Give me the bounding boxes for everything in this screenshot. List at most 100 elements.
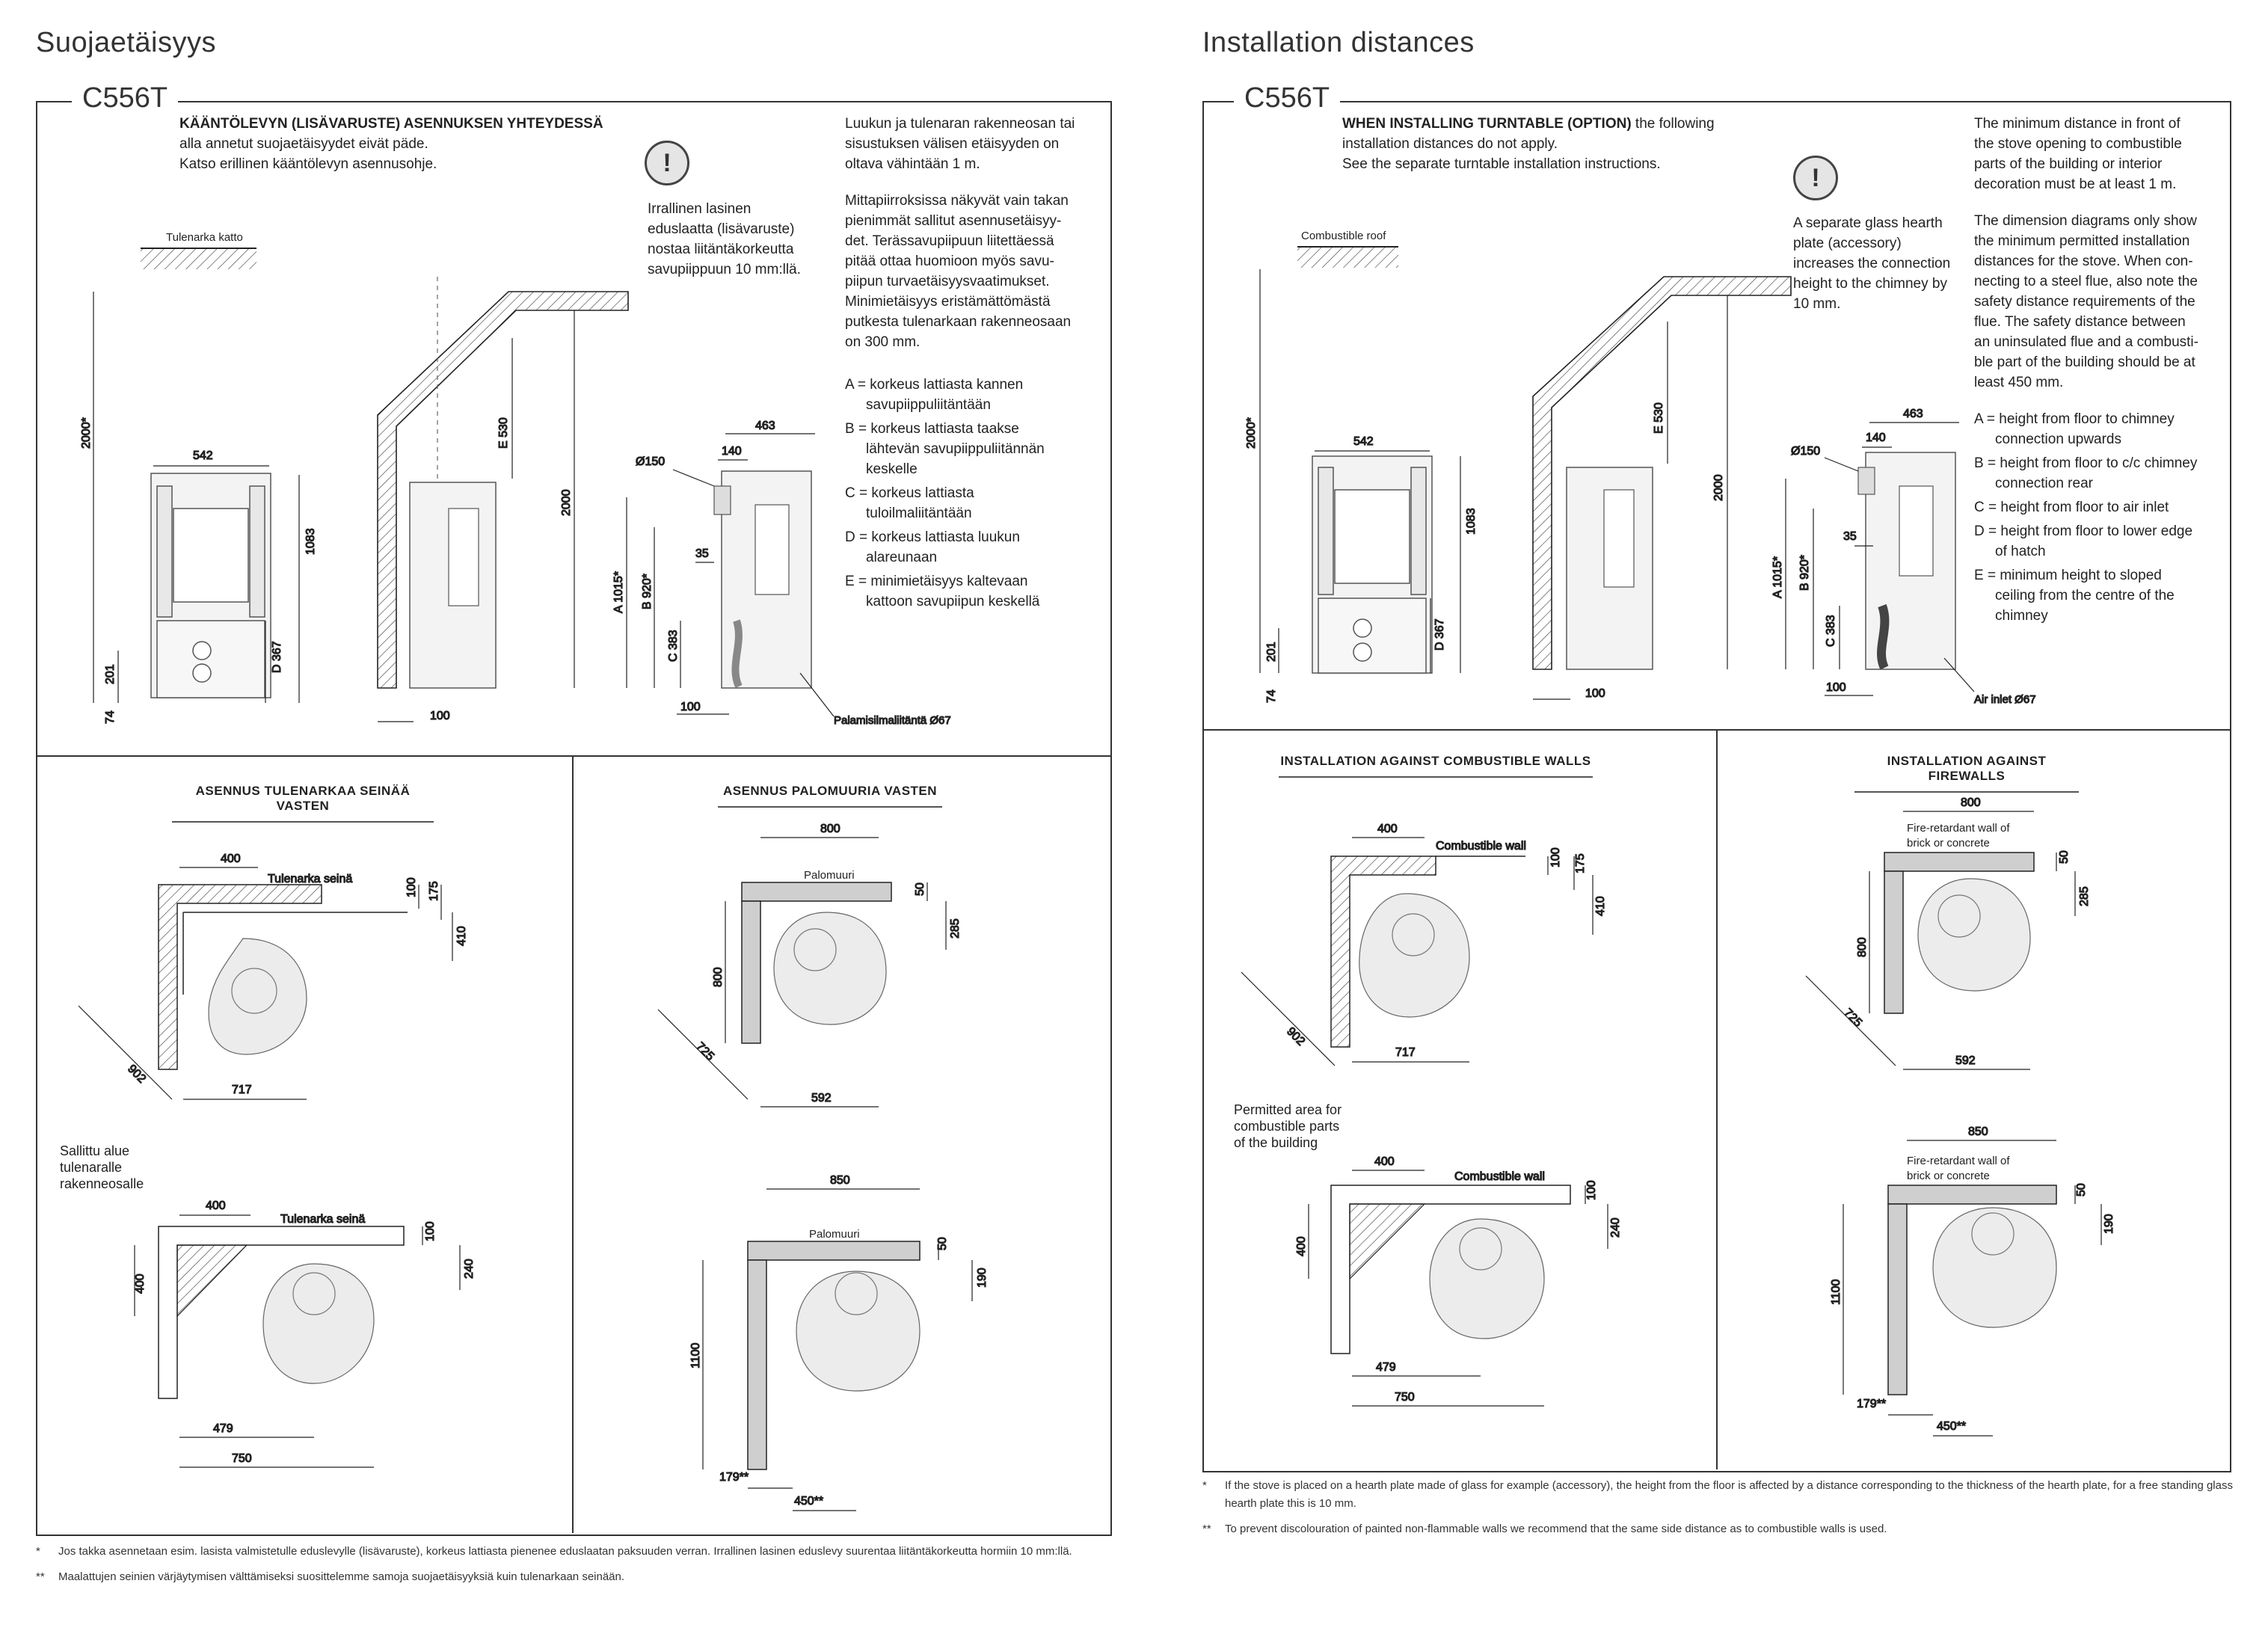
firewall-label: Fire-retardant wall of <box>1907 1155 2010 1167</box>
dim-label: 1100 <box>1830 1279 1843 1305</box>
dim-label: 750 <box>1395 1391 1415 1404</box>
firewall-label: Palomuuri <box>809 1228 860 1241</box>
dim-label: 542 <box>1353 435 1374 448</box>
section-title-firewall: INSTALLATION AGAINST FIREWALLS <box>1854 754 2079 793</box>
dim-label: 100 <box>1585 1180 1598 1200</box>
roof-label: Tulenarka katto <box>166 231 243 244</box>
text-line: height to the chimney by <box>1793 276 1947 292</box>
dim-label: 750 <box>232 1452 252 1465</box>
page-title: Installation distances <box>1202 27 1475 58</box>
turntable-notice: KÄÄNTÖLEVYN (LISÄVARUSTE) ASENNUKSEN YHT… <box>179 114 603 174</box>
text-line: nostaa liitäntäkorkeutta <box>648 242 794 257</box>
page-title: Suojaetäisyys <box>36 27 216 58</box>
turntable-heading: WHEN INSTALLING TURNTABLE (OPTION) <box>1342 116 1632 132</box>
dim-label: 285 <box>2078 886 2091 906</box>
dim-label: 2000 <box>1712 474 1725 501</box>
glass-plate-note: Irrallinen lasinen eduslaatta (lisävarus… <box>648 199 801 280</box>
dim-label: C 383 <box>667 630 680 662</box>
model-name: C556T <box>1234 82 1341 114</box>
firewall-label: Palomuuri <box>804 869 855 882</box>
dim-label: A 1015* <box>612 571 625 613</box>
turntable-heading: KÄÄNTÖLEVYN (LISÄVARUSTE) ASENNUKSEN YHT… <box>179 116 603 132</box>
footnote-2: **Maalattujen seinien värjäytymisen vält… <box>36 1570 625 1583</box>
section-title-combustible-wall: ASENNUS TULENARKAA SEINÄÄ VASTEN <box>172 784 434 823</box>
text-line: savupiippuun 10 mm:llä. <box>648 262 801 277</box>
dim-label: 190 <box>2103 1214 2115 1234</box>
dim-label: 201 <box>1265 642 1278 662</box>
air-inlet-label: Air inlet Ø67 <box>1974 693 2036 706</box>
stove-side-view-rear: 463 140 Ø150 35 A 1015* B 920* C 383 100… <box>1771 407 2036 706</box>
wall-label: Tulenarka seinä <box>280 1213 365 1226</box>
dim-label: 201 <box>104 664 117 684</box>
dim-label: 240 <box>1609 1217 1622 1238</box>
dim-label: D 367 <box>271 641 283 673</box>
text-line: sisustuksen välisen etäisyyden on <box>845 136 1060 152</box>
dim-label: 479 <box>1376 1361 1396 1374</box>
text-line: piipun turvaetäisyysvaatimukset. <box>845 274 1050 289</box>
dim-label: 717 <box>232 1084 252 1096</box>
glass-plate-note: A separate glass hearth plate (accessory… <box>1793 213 1950 314</box>
stove-front-view <box>1312 455 1433 674</box>
text-line: safety distance requirements of the <box>1974 294 2195 310</box>
text-line: on 300 mm. <box>845 334 921 350</box>
text-line: det. Terässavupiipuun liitettäessä <box>845 233 1054 249</box>
combustible-roof: Combustible roof <box>1297 230 1398 268</box>
dim-label: 100 <box>405 877 418 897</box>
dim-label: 140 <box>722 445 742 458</box>
dim-label: 240 <box>463 1259 476 1279</box>
text-line: The minimum distance in front of <box>1974 116 2181 132</box>
legend-item-c: C = height from floor to air inlet <box>1974 500 2169 515</box>
text-line: A separate glass hearth <box>1793 215 1943 231</box>
dim-label: 100 <box>1826 681 1846 694</box>
dim-label: 2000 <box>560 489 573 516</box>
dim-label: 285 <box>949 918 962 939</box>
dim-label: E 530 <box>497 417 510 449</box>
dim-label: 179** <box>719 1471 749 1484</box>
dim-label: 74 <box>1265 689 1278 703</box>
text-line: eduslaatta (lisävaruste) <box>648 221 795 237</box>
dim-label: 902 <box>125 1063 148 1086</box>
page-english: Installation distances C556T WHEN INSTAL… <box>1167 0 2268 1625</box>
text-line: least 450 mm. <box>1974 375 2064 390</box>
dim-label: 400 <box>221 853 241 865</box>
dim-label: C 383 <box>1825 615 1837 647</box>
footnote-1: *If the stove is placed on a hearth plat… <box>1202 1479 2233 1510</box>
text-line: necting to a steel flue, also note the <box>1974 274 2198 289</box>
text-line: the minimum permitted installation <box>1974 233 2190 249</box>
front-dimensions: 2000* 542 1083 D 367 201 74 <box>79 292 318 725</box>
permitted-label: Sallittu alue <box>60 1143 129 1158</box>
dim-label: 400 <box>1377 823 1398 835</box>
dim-label: Ø150 <box>1791 445 1820 458</box>
text-line: Luukun ja tulenaran rakenneosan tai <box>845 116 1075 132</box>
text-line: installation distances do not apply. <box>1342 136 1558 152</box>
permitted-label: combustible parts <box>1234 1119 1339 1134</box>
text-line: pitää ottaa huomioon myös savu- <box>845 254 1054 269</box>
stove-side-view-ceiling: E 530 2000 100 <box>377 277 629 723</box>
firewall-label: brick or concrete <box>1907 1170 1990 1182</box>
text-line: the stove opening to combustible <box>1974 136 2182 152</box>
roof-label: Combustible roof <box>1301 230 1386 242</box>
plan-corner-combustible: 400 Tulenarka seinä 100 175 410 902 717 <box>78 852 469 1100</box>
wall-label: Combustible wall <box>1436 840 1526 853</box>
content-frame <box>1202 101 2231 1472</box>
dim-label: 35 <box>1843 530 1857 543</box>
dim-label: 479 <box>213 1422 233 1435</box>
info-column: The minimum distance in front of the sto… <box>1974 114 2225 630</box>
text-line: distances for the stove. When con- <box>1974 254 2193 269</box>
dim-label: 50 <box>936 1237 949 1250</box>
elevation-diagrams: Tulenarka katto 2000* 542 1083 D 367 201… <box>79 231 951 728</box>
dim-label: 2000* <box>1245 417 1258 449</box>
title-text: ASENNUS TULENARKAA SEINÄÄ VASTEN <box>195 784 411 813</box>
title-text: INSTALLATION AGAINST FIREWALLS <box>1887 754 2047 783</box>
text-line: increases the connection <box>1793 256 1951 271</box>
text-line: plate (accessory) <box>1793 236 1902 251</box>
dim-label: 190 <box>976 1268 989 1288</box>
content-frame <box>36 101 1112 1536</box>
